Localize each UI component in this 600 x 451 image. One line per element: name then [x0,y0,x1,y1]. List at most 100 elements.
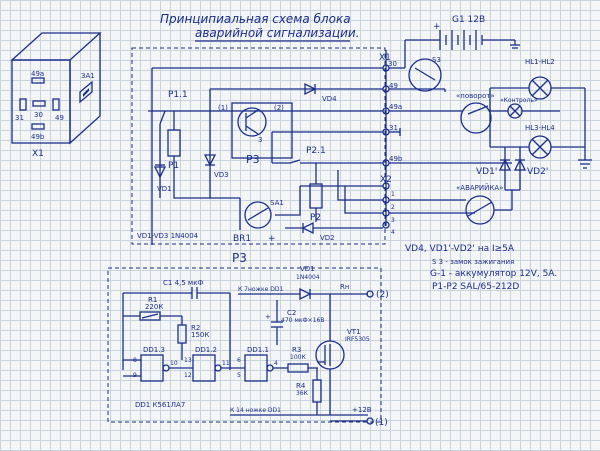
svg-text:DD1 К561ЛА7: DD1 К561ЛА7 [135,401,185,409]
svg-text:DD1.3: DD1.3 [143,346,165,354]
svg-text:Rн: Rн [340,283,349,291]
svg-text:IRF5305: IRF5305 [345,336,370,343]
diode-vd2: VD2 [285,221,383,242]
relay-contact-p21: Р2.1 [271,132,383,164]
relay-coil-p2: Р2 [300,163,383,223]
term-31: 31 [389,124,398,132]
svg-text:VD2': VD2' [527,167,548,177]
svg-text:36К: 36К [296,390,309,397]
svg-text:C1 4,5 мкФ: C1 4,5 мкФ [163,279,203,287]
notes-block: VD4, VD1'-VD2' на I≥5A S 3 - замок зажиг… [405,244,557,292]
lamp-hl3-hl4: HL3-HL4 [525,124,555,159]
svg-text:R2: R2 [191,324,200,332]
pin-31: 31 [15,114,24,122]
svg-text:1N4004: 1N4004 [296,274,320,281]
svg-text:R1: R1 [148,296,157,304]
note-3: G-1 - аккумулятор 12V, 5A. [430,269,557,279]
lamp-kontrol: «Контроль» [500,97,538,119]
term-1: 1 [391,191,395,198]
svg-text:Р1.1: Р1.1 [168,90,188,100]
svg-text:HL1-HL2: HL1-HL2 [525,58,555,66]
svg-text:DD1.2: DD1.2 [195,346,217,354]
svg-text:5: 5 [237,372,241,379]
svg-text:SA1: SA1 [270,199,284,207]
svg-text:VT1: VT1 [347,328,361,336]
svg-text:«АВАРИЙКА»: «АВАРИЙКА» [456,183,503,192]
battery-g1: G1 12В + [405,15,520,50]
svg-text:+: + [433,22,441,32]
svg-text:HL3-HL4: HL3-HL4 [525,124,555,132]
main-block-outline [131,47,386,245]
note-1: VD4, VD1'-VD2' на I≥5A [405,244,515,254]
pin-30: 30 [34,111,43,119]
svg-text:3: 3 [258,136,262,144]
term-30: 30 [388,60,397,68]
svg-text:DD1.1: DD1.1 [247,346,269,354]
svg-text:6: 6 [237,357,241,364]
x2-label: X2 [380,175,392,185]
svg-text:C2: C2 [287,309,296,317]
svg-text:(1): (1) [218,104,228,112]
svg-text:R4: R4 [296,382,306,390]
key-label: ЗА1 [81,72,95,80]
term-3: 3 [391,217,395,224]
terminal-strip: X1 30 49 49а 31 49b X2 1 2 3 4 [379,50,403,236]
svg-text:+12В: +12В [352,406,372,414]
svg-text:VD4: VD4 [322,95,337,103]
svg-text:+: + [265,313,271,321]
svg-text:К 7ножке DD1: К 7ножке DD1 [238,286,283,293]
relay-contact-p11: Р1.1 [159,90,188,160]
connector-x1: 49a 31 30 49 49b ЗА1 X1 [10,32,102,159]
switch-avariyka: «АВАРИЙКА» [389,183,513,225]
diode-vd1: VD1 [153,160,172,198]
svg-text:G1 12В: G1 12В [452,15,485,25]
svg-text:(1): (1) [375,418,388,428]
x1-label: X1 [379,53,391,63]
note-2: S 3 - замок зажигания [432,258,514,266]
subcircuit-outline [107,267,382,423]
svg-text:470 мкФ×16В: 470 мкФ×16В [281,317,324,324]
svg-text:«Контроль»: «Контроль» [500,97,538,104]
switch-povorot: «поворот» [389,87,592,169]
subcircuit-p3: Р3 C1 4,5 мкФ R1 220К R2 150К DD1.3 8 9 … [107,251,389,428]
svg-text:VD1': VD1' [476,167,497,177]
subcircuit-title: Р3 [232,251,247,265]
svg-text:13: 13 [184,357,192,364]
diode-vd3: VD3 [203,154,229,198]
title-line1: Принципиальная схема блока [160,12,351,26]
term-2: 2 [391,204,395,211]
svg-text:Р2.1: Р2.1 [306,146,326,156]
switch-s3: S3 [389,40,442,92]
diodes-vd1p-vd2p: VD1' VD2' [389,147,548,195]
svg-text:4: 4 [274,360,278,367]
note-4: Р1-Р2 SAL/65-212D [432,282,519,292]
svg-text:Р3: Р3 [246,153,260,166]
term-4: 4 [391,229,395,236]
svg-text:100К: 100К [290,354,306,361]
svg-text:«поворот»: «поворот» [456,92,495,100]
svg-text:К 14 ножке DD1: К 14 ножке DD1 [230,407,281,414]
relay-coil-p1: Р1 [167,111,240,199]
block-p3: Р3 (1) (2) 3 [218,102,293,166]
term-49: 49 [389,82,398,90]
svg-text:10: 10 [170,360,178,367]
svg-text:150К: 150К [191,331,209,339]
connector-label: X1 [32,149,44,159]
pin-49b: 49b [31,133,45,141]
svg-text:(2): (2) [376,290,389,300]
pin-49: 49 [55,114,64,122]
diode-vd4: VD4 [304,82,337,103]
svg-text:R3: R3 [292,346,301,354]
svg-text:220К: 220К [145,303,163,311]
term-49a: 49а [389,103,402,111]
svg-text:S3: S3 [432,56,441,64]
svg-text:12: 12 [184,372,192,379]
svg-text:VD3: VD3 [214,171,229,179]
switch-sa1: SA1 BR1 + [233,186,301,244]
svg-text:11: 11 [222,360,230,367]
svg-text:VD1: VD1 [157,185,172,193]
lamp-hl1-hl2: HL1-HL2 [525,58,555,100]
svg-text:(2): (2) [274,104,284,112]
svg-text:VD1: VD1 [300,265,315,273]
